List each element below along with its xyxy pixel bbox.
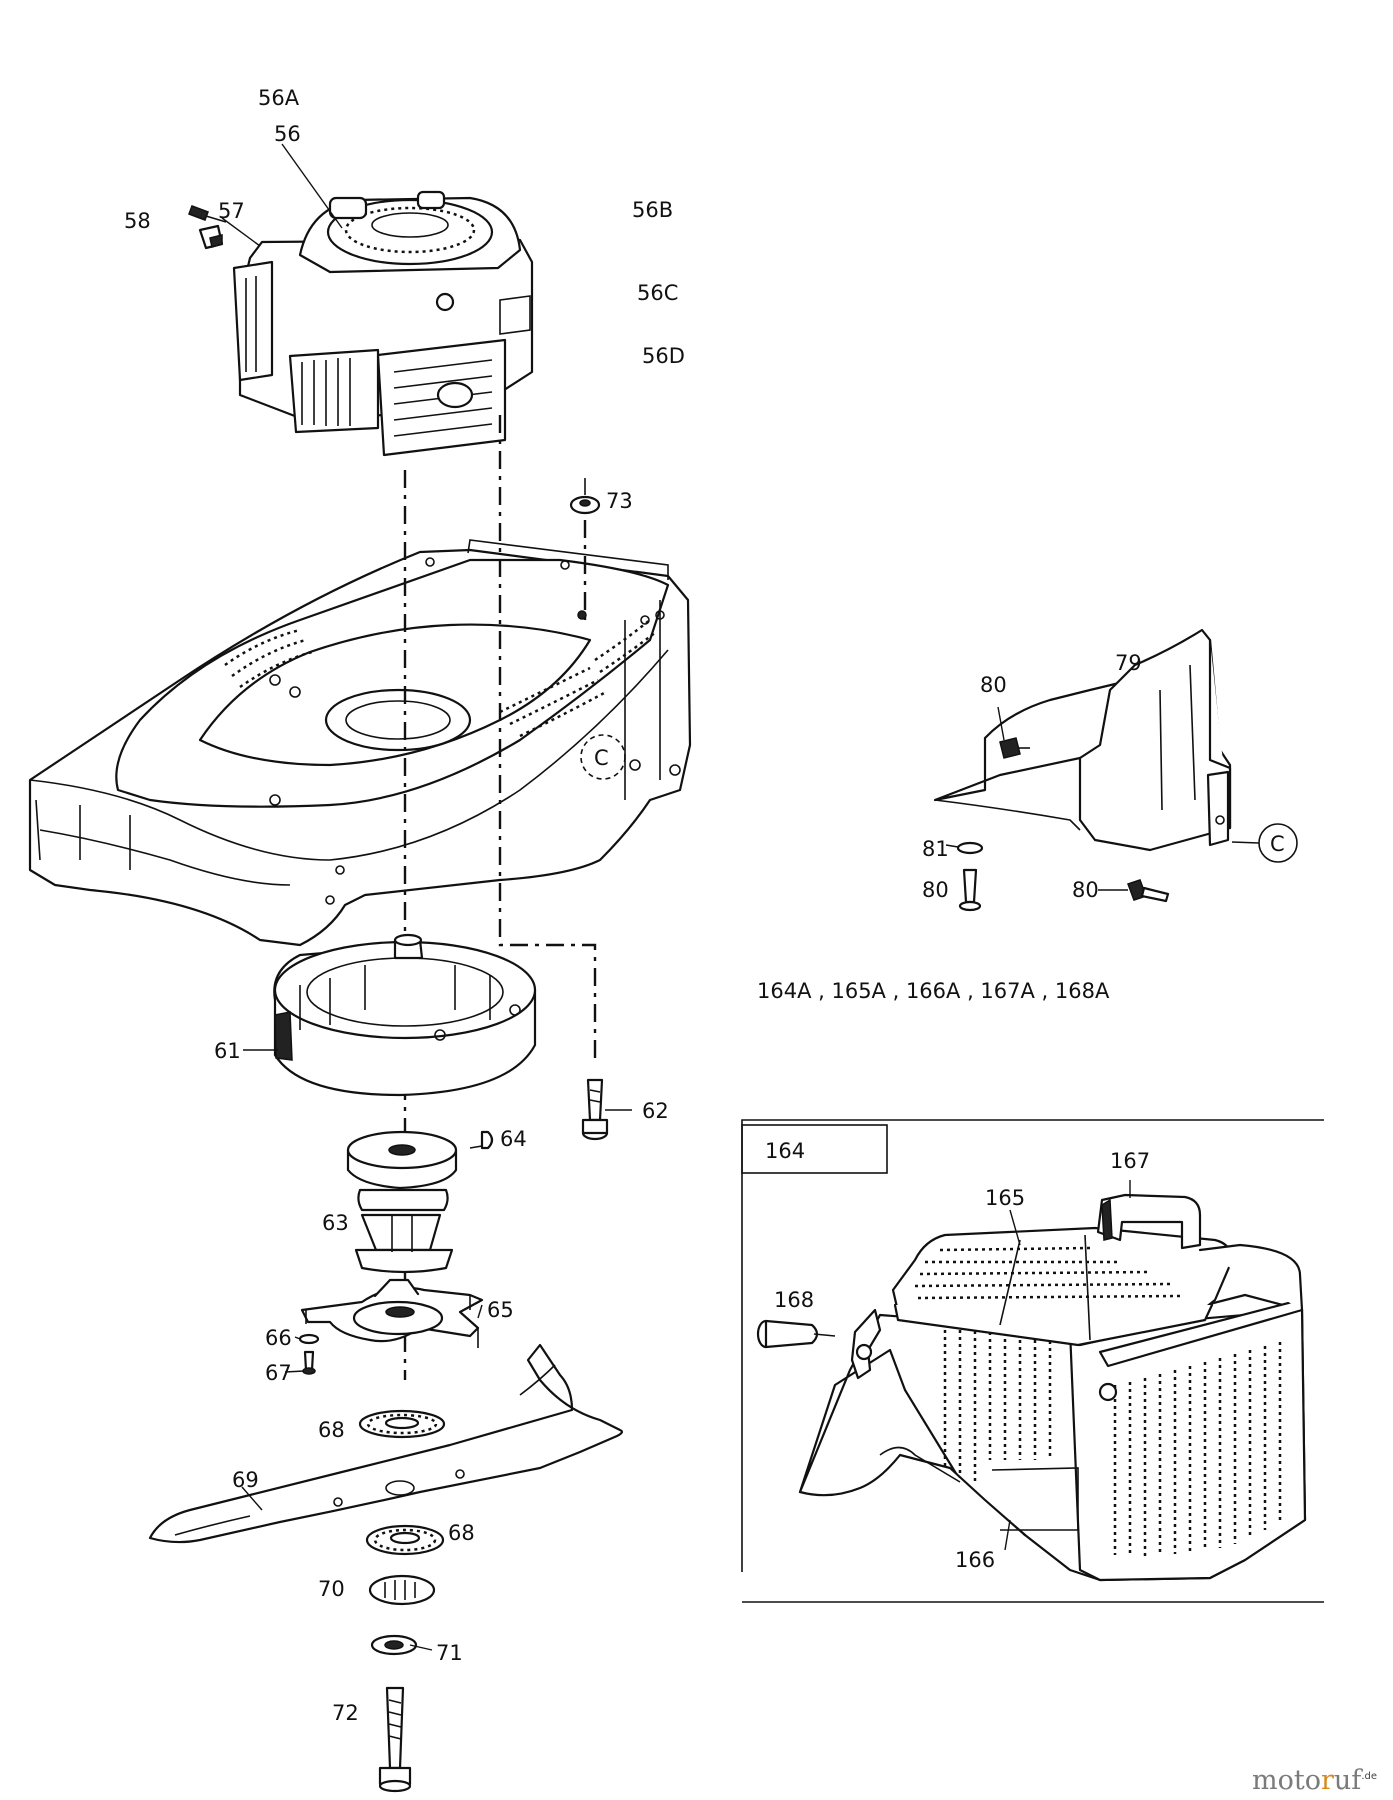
label-65: 65: [487, 1298, 514, 1322]
label-63: 63: [322, 1211, 349, 1235]
label-165: 165: [985, 1186, 1025, 1210]
label-64: 64: [500, 1127, 527, 1151]
washer-70: [368, 1574, 436, 1606]
washer-68-upper: [358, 1409, 446, 1439]
brand-text-b: uf: [1333, 1765, 1362, 1796]
label-166: 166: [955, 1548, 995, 1572]
pin-168: [756, 1319, 836, 1349]
assembly-line-rear: [498, 415, 597, 1065]
label-167: 167: [1110, 1149, 1150, 1173]
blade-69: [148, 1343, 623, 1544]
variant-list: 164A , 165A , 166A , 167A , 168A: [757, 979, 1110, 1003]
label-68-lower: 68: [448, 1521, 475, 1545]
label-80-top: 80: [980, 673, 1007, 697]
label-c-deflector: C: [1270, 832, 1285, 856]
engine-assembly: [232, 190, 534, 457]
brand-watermark: motoruf.de: [1252, 1765, 1377, 1796]
label-62: 62: [642, 1099, 669, 1123]
brand-text-accent: r: [1321, 1765, 1334, 1796]
label-70: 70: [318, 1577, 345, 1601]
fan-housing-61: [273, 933, 537, 1097]
label-79: 79: [1115, 651, 1142, 675]
label-168: 168: [774, 1288, 814, 1312]
screw-67: [302, 1350, 316, 1375]
label-73: 73: [606, 489, 633, 513]
washer-81: [956, 841, 984, 855]
screw-80-right: [1098, 879, 1170, 903]
label-56b: 56B: [632, 198, 673, 222]
label-81: 81: [922, 837, 949, 861]
washer-68-lower: [365, 1524, 445, 1556]
screw-80-bottom: [958, 868, 982, 912]
label-56: 56: [274, 122, 301, 146]
label-69: 69: [232, 1468, 259, 1492]
washer-66: [298, 1333, 320, 1345]
bolt-62: [581, 1078, 609, 1141]
label-56c: 56C: [637, 281, 678, 305]
label-80-right: 80: [1072, 878, 1099, 902]
label-67: 67: [265, 1361, 292, 1385]
key-64: [469, 1130, 494, 1150]
bolt-72: [378, 1686, 412, 1793]
catcher-handle-167: [1096, 1193, 1202, 1250]
catcher-lid-165: [891, 1226, 1304, 1347]
catcher-frame-rod: [850, 1308, 882, 1380]
label-56d: 56D: [642, 344, 685, 368]
mower-deck: [28, 539, 692, 947]
label-80-bottom: 80: [922, 878, 949, 902]
ref-c-circle-deck: [580, 734, 626, 780]
label-164: 164: [765, 1139, 805, 1163]
brand-text-a: moto: [1252, 1765, 1321, 1796]
label-57: 57: [218, 199, 245, 223]
inset-frame: [741, 1119, 1324, 1603]
nut-73: [569, 478, 601, 515]
label-66: 66: [265, 1326, 292, 1350]
screw-58: [188, 205, 227, 223]
clip-57: [198, 224, 224, 250]
pulley-63: [346, 1130, 458, 1274]
blade-adapter-65: [300, 1278, 484, 1348]
label-68-upper: 68: [318, 1418, 345, 1442]
label-58: 58: [124, 209, 151, 233]
label-72: 72: [332, 1701, 359, 1725]
label-71: 71: [436, 1641, 463, 1665]
brand-tld: .de: [1361, 1771, 1377, 1782]
washer-71: [370, 1634, 418, 1656]
label-61: 61: [214, 1039, 241, 1063]
part-labels: 56A 56 58 57 56B 56C 56D 73 80 79 C C 81…: [124, 86, 1285, 1725]
label-c-deck: C: [594, 746, 609, 770]
grass-catcher-166: [798, 1293, 1307, 1582]
deflector-79: [933, 628, 1232, 852]
screw-80-top: [997, 706, 1030, 759]
label-56a: 56A: [258, 86, 300, 110]
leader-lines: [221, 143, 1131, 1651]
